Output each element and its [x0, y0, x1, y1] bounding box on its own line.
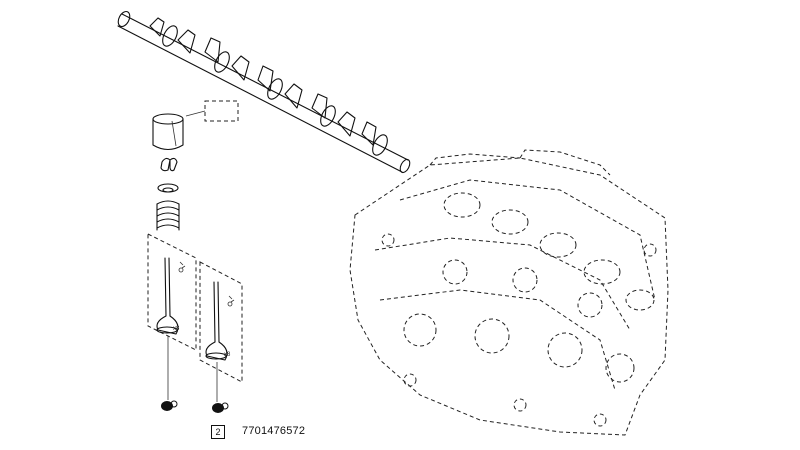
exhaust-valve-frame — [199, 261, 243, 383]
reference-box — [204, 100, 239, 122]
stem-seal-exhaust — [212, 402, 229, 413]
tappet — [152, 113, 184, 151]
spring-retainer — [157, 183, 179, 193]
cylinder-head — [349, 149, 669, 436]
intake-valve-frame — [147, 233, 197, 351]
camshaft — [117, 10, 411, 174]
valve-collets — [160, 157, 178, 172]
callout-index-box: 2 — [211, 425, 225, 439]
stem-seal-intake — [161, 400, 178, 411]
valve-spring — [156, 200, 180, 231]
exhaust-valve: x8 — [205, 281, 235, 361]
exhaust-valve-qty: x8 — [224, 352, 231, 358]
intake-valve-qty: x8 — [173, 326, 180, 332]
part-reference-number: 7701476572 — [242, 425, 306, 437]
intake-valve: x8 — [156, 257, 186, 335]
